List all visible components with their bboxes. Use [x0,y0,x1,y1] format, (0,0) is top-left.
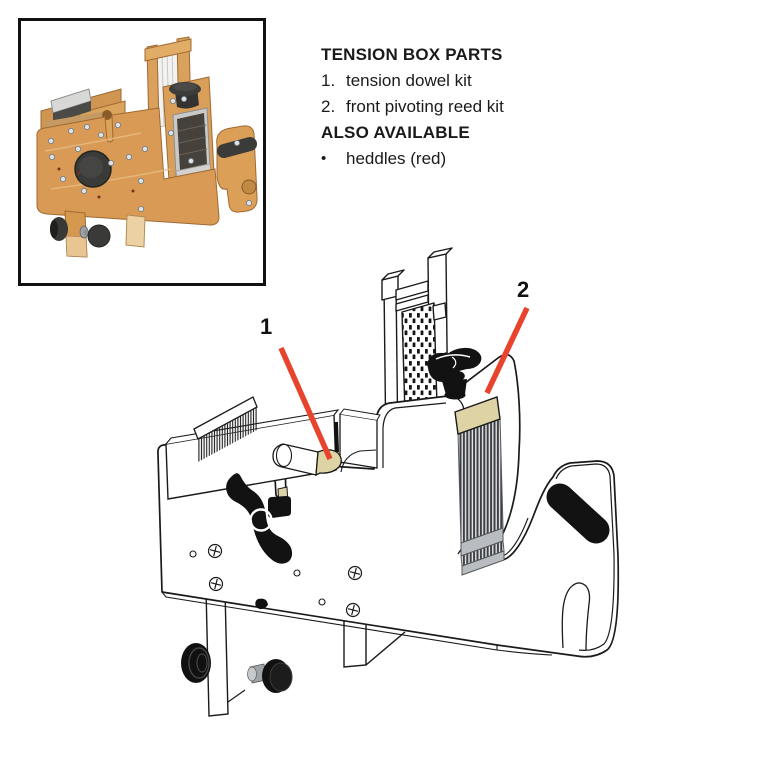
tension-box-line-drawing [130,246,680,766]
photo-screws [47,95,253,213]
photo-pilot-holes [57,167,135,199]
clamp-knob [427,347,482,400]
photo-hook [216,125,258,213]
item-label: front pivoting reed kit [346,97,504,116]
tension-dowel-end [315,449,342,477]
lever-knob [226,473,293,564]
warp-roller [546,483,610,544]
photo-bottom-knobs [50,217,111,248]
callout-arrow-2 [484,306,530,395]
front-pivoting-reed [454,396,505,576]
callout-arrows [278,306,530,461]
reed-top-bar [454,396,501,435]
callout-label-2: 2 [517,277,530,302]
parts-list: TENSION BOX PARTS 1. tension dowel kit 2… [321,42,601,172]
list-item: 2. front pivoting reed kit [321,94,601,120]
callout-label-1: 1 [260,314,273,339]
panel-screws [189,543,363,618]
leg-knob-side [181,643,211,683]
back-comb-teeth [198,407,257,462]
item-label: heddles (red) [346,149,447,168]
hook-detail-lines [555,463,615,651]
photo-front-panel [36,107,220,226]
item-number: 2. [321,97,336,116]
tension-dowel [272,443,342,477]
mounting-legs [181,588,406,717]
photo-reed [172,107,212,181]
bullet-icon: • [321,150,327,167]
list-item: • heddles (red) [321,146,601,172]
leg-knob-front [247,659,293,693]
list-item: 1. tension dowel kit [321,68,601,94]
item-number: 1. [321,71,336,90]
box-internals [165,396,381,508]
tension-box-photo [21,21,263,283]
also-available-title: ALSO AVAILABLE [321,123,470,142]
product-photo-inset [18,18,266,286]
callout-arrow-1 [278,346,333,461]
photo-front-knob [74,150,112,188]
photo-dowel [45,111,111,129]
photo-top-knob [169,82,201,109]
parts-list-title: TENSION BOX PARTS [321,45,503,64]
item-label: tension dowel kit [346,71,472,90]
